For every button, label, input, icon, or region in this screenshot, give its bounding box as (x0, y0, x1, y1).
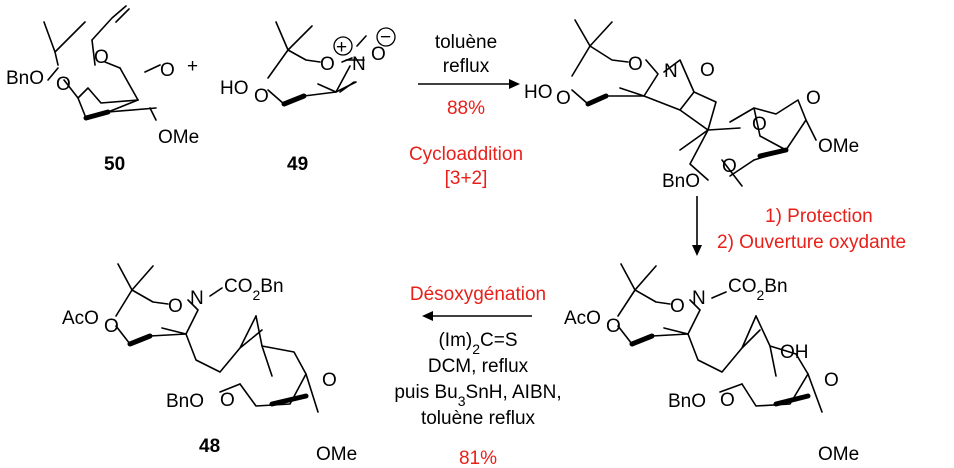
ring-oxygen: O (752, 114, 767, 135)
step3-solvent: DCM, reflux (428, 356, 529, 377)
step3-reagent: (Im)2C=S (438, 330, 517, 357)
nitrone-nitrogen: N (352, 54, 366, 75)
ring-oxygen: O (320, 54, 335, 75)
aco-label: AcO (62, 308, 99, 329)
ring-oxygen: O (606, 316, 621, 337)
plus-charge: + (336, 37, 347, 58)
step2-line1: 1) Protection (765, 206, 873, 227)
plus-charge-icon (333, 36, 353, 56)
compound-label: 48 (199, 436, 220, 457)
ring-oxygen: O (220, 390, 235, 411)
ring-oxygen: O (556, 88, 571, 109)
bno-label: BnO (668, 391, 706, 412)
step1-solvent: toluène (435, 32, 497, 53)
bno-label: BnO (662, 171, 700, 192)
aco-label: AcO (564, 308, 601, 329)
step3-condition: toluène reflux (421, 408, 536, 429)
ring-oxygen: O (628, 54, 643, 75)
ring-oxygen: O (720, 390, 735, 411)
cycloadduct: HO O O N O O O OMe BnO O (524, 19, 859, 192)
step3-yield: 81% (459, 448, 497, 468)
compound-label: 50 (104, 154, 125, 175)
ring-oxygen: O (160, 60, 175, 81)
minus-charge-icon (376, 27, 396, 47)
minus-charge: − (380, 27, 391, 48)
oxidative-opening-product: AcO O O N CO2Bn OH O BnO O OMe (564, 263, 859, 465)
ome-label: OMe (158, 127, 199, 148)
step3-reagents-2: puis Bu3SnH, AIBN, (394, 382, 561, 409)
ring-oxygen: O (56, 74, 71, 95)
oh-label: OH (780, 342, 809, 363)
isoxazolidine-nitrogen: N (664, 61, 678, 82)
step1-yield: 88% (447, 98, 485, 119)
isoxazolidine-oxygen: O (700, 60, 715, 81)
ring-oxygen: O (254, 86, 269, 107)
ring-oxygen: O (322, 370, 337, 391)
ho-label: HO (524, 82, 553, 103)
compound-50: BnO O O O OMe 50 (6, 5, 199, 175)
compound-49: HO O O N O + − 49 (220, 21, 396, 175)
ring-oxygen: O (670, 296, 685, 317)
ho-label: HO (220, 78, 249, 99)
compound-label: 49 (287, 154, 308, 175)
ome-label: OMe (316, 444, 357, 465)
ring-oxygen: O (94, 47, 109, 68)
step1-name: Cycloaddition (409, 144, 523, 165)
co2bn-label: CO2Bn (728, 276, 788, 303)
carbamate-nitrogen: N (692, 288, 706, 309)
arrow-head-icon (422, 311, 433, 321)
co2bn-label: CO2Bn (224, 276, 284, 303)
step1-bracket: [3+2] (445, 168, 488, 189)
nitrone-oxygen: O (371, 44, 386, 65)
step-3: Désoxygénation (Im)2C=S DCM, reflux puis… (394, 284, 561, 468)
ring-oxygen: O (168, 296, 183, 317)
ring-oxygen: O (722, 156, 737, 177)
step-1: toluène reflux 88% Cycloaddition [3+2] (409, 32, 523, 189)
ring-oxygen: O (824, 370, 839, 391)
bno-label: BnO (166, 391, 204, 412)
arrow-head-icon (692, 245, 702, 256)
ome-label: OMe (818, 136, 859, 157)
step3-name: Désoxygénation (410, 284, 546, 305)
ring-oxygen: O (806, 88, 821, 109)
step-2: 1) Protection 2) Ouverture oxydante (692, 196, 906, 256)
bno-label: BnO (6, 68, 44, 89)
carbamate-nitrogen: N (190, 288, 204, 309)
step2-line2: 2) Ouverture oxydante (717, 232, 906, 253)
compound-48: AcO O O N CO2Bn O BnO O OMe 48 (62, 263, 357, 465)
plus-sign: + (187, 56, 198, 77)
arrow-head-icon (509, 79, 520, 89)
step1-condition: reflux (443, 56, 490, 77)
ome-label: OMe (818, 444, 859, 465)
ring-oxygen: O (104, 316, 119, 337)
